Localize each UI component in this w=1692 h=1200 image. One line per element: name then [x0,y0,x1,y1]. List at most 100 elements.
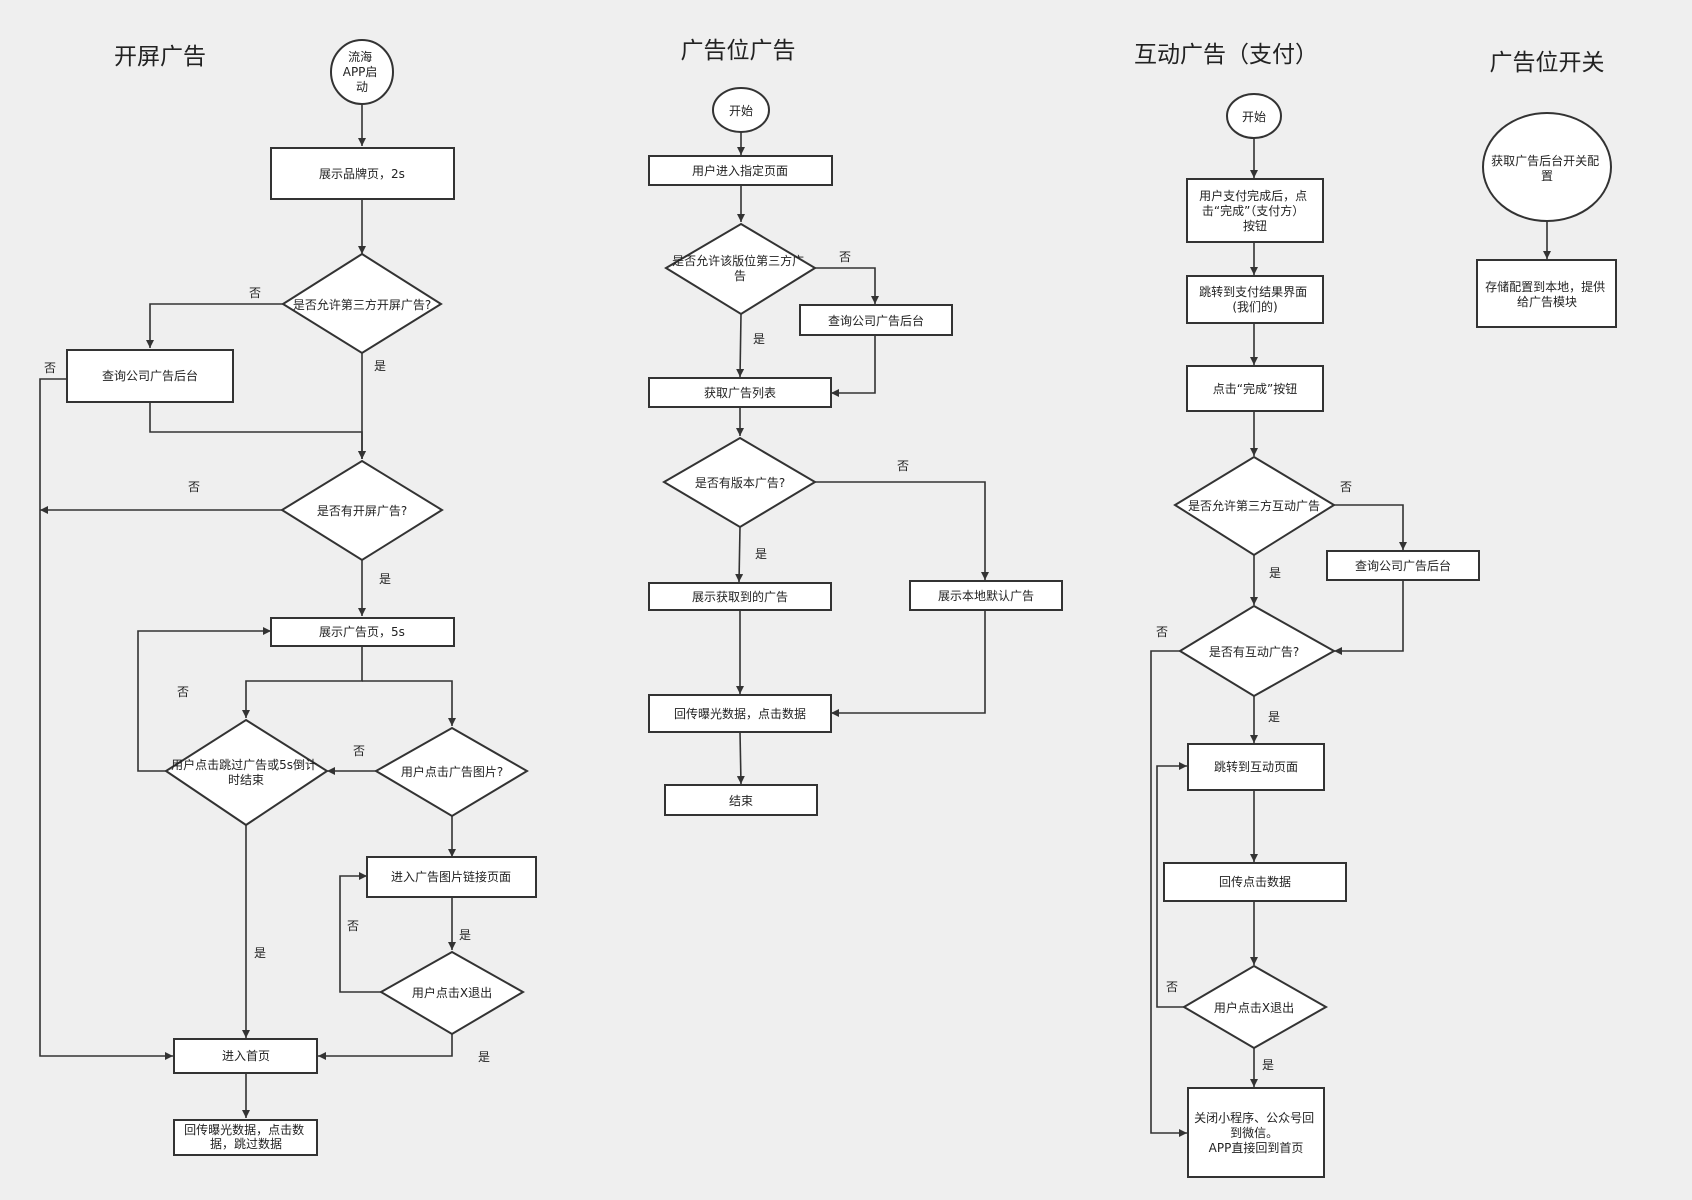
node-fetch-switch-config-line-1: 获取广告后台开关配 [1491,153,1599,168]
edge-label-no: 否 [347,919,359,933]
node-app-launch-line-3: 动 [356,80,368,94]
node-close-miniprogram: 关闭小程序、公众号回 到微信。 APP直接回到首页 [1187,1087,1325,1178]
node-click-done: 点击“完成”按钮 [1186,365,1324,412]
node-has-interactive-ad-label: 是否有互动广告? [1209,645,1299,659]
svg-text:跳转到支付结果界面 (我们的): 跳转到支付结果界面 (我们的) [1199,284,1311,314]
edge-label-yes: 是 [478,1050,490,1064]
node-allow-third-party-interactive-label: 是否允许第三方互动广告 [1188,498,1320,513]
node-report-click-data: 回传点击数据 [1163,862,1347,902]
node-report-slot-data-label: 回传曝光数据，点击数据 [674,706,806,721]
edge-label-yes: 是 [1268,710,1280,724]
edge-label-yes: 是 [1262,1058,1274,1072]
node-show-default-ad-label: 展示本地默认广告 [938,588,1034,603]
node-enter-link-page-label: 进入广告图片链接页面 [391,869,511,884]
node-enter-home: 进入首页 [173,1038,318,1074]
title-interactive-ads: 互动广告（支付） [1134,42,1318,68]
node-show-default-ad: 展示本地默认广告 [909,580,1063,611]
node-allow-third-party-slot: 是否允许该版位第三方广 告 [664,222,817,316]
node-query-backend-slot: 查询公司广告后台 [799,304,953,336]
node-close-miniprogram-line-1: 关闭小程序、公众号回 [1194,1110,1314,1125]
edge-label-no: 否 [1166,980,1178,994]
svg-text:关闭小程序、公众号回 到微信。: 关闭小程序、公众号回 到微信。 APP直接回到首页 [1194,1110,1318,1155]
node-slot-start-label: 开始 [729,104,753,118]
node-result-page: 跳转到支付结果界面 (我们的) [1186,275,1324,324]
node-show-fetched-ad-label: 展示获取到的广告 [692,589,788,604]
edge-label-no: 否 [1340,480,1352,494]
node-pay-done: 用户支付完成后，点 击“完成”（支付方） 按钮 [1186,178,1324,243]
node-slot-end-label: 结束 [729,794,753,808]
edge-label-yes: 是 [254,946,266,960]
node-click-x-splash-label: 用户点击X退出 [412,985,492,1000]
node-click-x-interactive-label: 用户点击X退出 [1214,1000,1294,1015]
svg-text:用户点击跳过广告或5s倒计 时结束: 用户点击跳过广告或5s倒计 时结束 [171,757,321,787]
node-app-launch-line-1: 流海 [348,49,372,64]
edge-label-no: 否 [44,361,56,375]
node-click-done-label: 点击“完成”按钮 [1213,381,1297,396]
node-show-ad-page-label: 展示广告页，5s [319,625,405,639]
node-enter-home-label: 进入首页 [222,1049,270,1063]
node-result-page-line-1: 跳转到支付结果界面 [1199,284,1307,299]
node-goto-interactive-page: 跳转到互动页面 [1187,743,1325,791]
node-get-ad-list-label: 获取广告列表 [704,386,776,400]
node-brand-page-label: 展示品牌页，2s [319,167,405,181]
node-goto-interactive-page-label: 跳转到互动页面 [1214,759,1298,774]
interactive-flow: 开始 用户支付完成后，点 击“完成”（支付方） 按钮 跳转到支付结果界面 (我们… [1163,93,1480,1178]
node-show-fetched-ad: 展示获取到的广告 [648,582,832,611]
svg-text:获取广告后台开关配 置: 获取广告后台开关配 置 [1491,153,1603,183]
svg-text:是否允许该版位第三方广 告: 是否允许该版位第三方广 告 [672,253,808,283]
svg-text:回传曝光数据，点击数 据，跳过数据: 回传曝光数据，点击数 据，跳过数据 [184,1122,308,1151]
node-report-splash-data: 回传曝光数据，点击数 据，跳过数据 [173,1119,318,1156]
node-allow-third-party-slot-line-2: 告 [734,269,746,283]
slot-flow: 开始 用户进入指定页面 是否允许该版位第三方广 告 查询公司广告后台 获取广告列… [648,87,1063,816]
edge-label-yes: 是 [753,332,765,346]
node-show-ad-page: 展示广告页，5s [270,617,455,647]
node-close-miniprogram-line-3: APP直接回到首页 [1209,1140,1304,1155]
svg-text:流海 APP启 动: 流海 APP启 动 [343,49,382,94]
edge-label-no: 否 [1156,625,1168,639]
node-allow-third-party-splash: 是否允许第三方开屏广告? [281,252,443,355]
node-allow-third-party-interactive: 是否允许第三方互动广告 [1173,455,1336,557]
node-app-launch-line-2: APP启 [343,65,378,79]
node-report-splash-data-line-1: 回传曝光数据，点击数 [184,1122,304,1137]
title-slot-ads: 广告位广告 [681,38,796,64]
node-report-splash-data-line-2: 据，跳过数据 [210,1136,282,1151]
edge-label-no: 否 [353,744,365,758]
node-pay-done-line-3: 按钮 [1243,218,1267,233]
edge-label-no: 否 [839,250,851,264]
node-has-splash-ad: 是否有开屏广告? [280,459,444,562]
node-click-x-splash: 用户点击X退出 [379,950,525,1036]
title-splash-ads: 开屏广告 [114,44,206,70]
edges [39,104,1551,1137]
node-store-config: 存储配置到本地，提供 给广告模块 [1476,259,1617,328]
node-pay-done-line-1: 用户支付完成后，点 [1199,188,1307,203]
node-store-config-line-2: 给广告模块 [1517,295,1577,309]
edge-label-yes: 是 [1269,566,1281,580]
edge-label-no: 否 [249,286,261,300]
node-enter-link-page: 进入广告图片链接页面 [366,856,537,898]
node-app-launch: 流海 APP启 动 [330,39,394,105]
node-report-click-data-label: 回传点击数据 [1219,874,1291,889]
switch-flow: 获取广告后台开关配 置 存储配置到本地，提供 给广告模块 [1476,112,1617,328]
node-has-interactive-ad: 是否有互动广告? [1178,604,1337,698]
node-result-page-line-2: (我们的) [1232,299,1277,314]
node-interactive-start: 开始 [1226,93,1282,139]
node-has-splash-ad-label: 是否有开屏广告? [317,504,407,518]
node-slot-end: 结束 [664,784,818,816]
node-get-ad-list: 获取广告列表 [648,377,832,408]
node-skip-or-timeout-line-2: 时结束 [228,773,264,787]
node-allow-third-party-splash-label: 是否允许第三方开屏广告? [293,297,431,312]
node-skip-or-timeout-line-1: 用户点击跳过广告或5s倒计 [171,757,317,772]
edge-label-yes: 是 [379,572,391,586]
node-fetch-switch-config-line-2: 置 [1541,169,1553,183]
node-enter-page-label: 用户进入指定页面 [692,163,788,178]
node-slot-start: 开始 [712,87,770,133]
node-store-config-line-1: 存储配置到本地，提供 [1485,279,1605,294]
node-query-backend-splash-label: 查询公司广告后台 [102,368,198,383]
node-brand-page: 展示品牌页，2s [270,147,455,200]
node-has-version-ad-label: 是否有版本广告? [695,476,785,490]
node-click-x-interactive: 用户点击X退出 [1182,964,1329,1050]
node-click-ad-image-label: 用户点击广告图片? [401,764,503,779]
node-query-backend-splash: 查询公司广告后台 [66,349,234,403]
edge-label-no: 否 [177,685,189,699]
